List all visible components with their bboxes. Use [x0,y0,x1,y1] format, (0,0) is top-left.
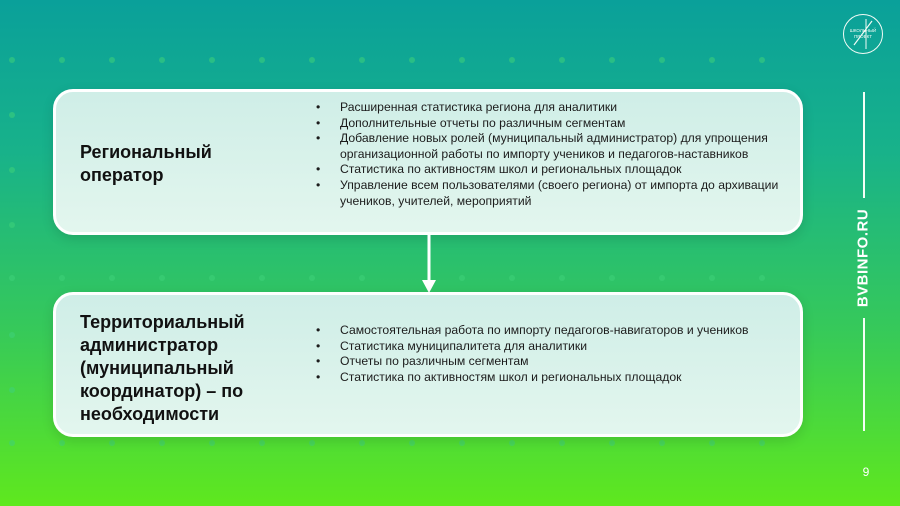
list-item-text: Расширенная статистика региона для анали… [340,100,618,114]
divider-line-top [863,92,865,198]
bullet-list: • Расширенная статистика региона для анал… [314,100,789,209]
list-item-text: Статистика по активностям школ и региона… [340,369,682,384]
list-item-text: Отчеты по различным сегментам [340,354,529,369]
bullet-icon: • [316,115,321,130]
list-item: • Дополнительные отчеты по различным сегм… [314,116,789,132]
list-item: • Расширенная статистика региона для анал… [314,100,789,116]
arrow-down-icon [422,232,436,293]
bullet-icon: • [316,100,321,114]
bullet-icon: • [316,162,321,177]
bullet-icon: • [316,323,321,337]
card-title: Региональный оператор [80,142,212,185]
divider-line-bottom [863,318,865,431]
list-item: • Добавление новых ролей (муниципальный а… [314,131,789,162]
bullet-icon: • [316,131,321,146]
page-number: 9 [862,465,870,479]
card-title: Территориальный администратор (муниципал… [80,312,245,424]
bullet-icon: • [316,338,321,353]
bullet-icon: • [316,177,321,192]
list-item: • Управление всем пользователями (своего … [314,178,789,209]
list-item-text: Управление всем пользователями (своего р… [340,177,779,208]
list-item-text: Статистика муниципалитета для аналитики [340,338,587,353]
list-item: • Статистика по активностям школ и регион… [314,162,789,178]
bullet-icon: • [316,369,321,384]
list-item: • Статистика муниципалитета для аналитики [314,339,789,355]
regional-operator-card: Региональный оператор • Расширенная стати… [53,89,803,235]
list-item-text: Самостоятельная работа по импорту педаго… [340,323,749,337]
list-item: • Статистика по активностям школ и регион… [314,370,789,386]
territorial-admin-card: Территориальный администратор (муниципал… [53,292,803,437]
site-url: BVBINFO.RU [854,208,872,308]
list-item: • Отчеты по различным сегментам [314,354,789,370]
bullet-list: • Самостоятельная работа по импорту педаг… [314,323,789,385]
bullet-icon: • [316,354,321,369]
list-item-text: Статистика по активностям школ и региона… [340,162,682,177]
circle-logo-icon: ШКОЛЬНЫЙ ПРОЕКТ [843,14,883,54]
list-item-text: Дополнительные отчеты по различным сегме… [340,115,626,130]
list-item: • Самостоятельная работа по импорту педаг… [314,323,789,339]
logo-line-1: ШКОЛЬНЫЙ [850,26,877,33]
logo-line-2: ПРОЕКТ [854,34,872,39]
list-item-text: Добавление новых ролей (муниципальный ад… [340,131,768,161]
